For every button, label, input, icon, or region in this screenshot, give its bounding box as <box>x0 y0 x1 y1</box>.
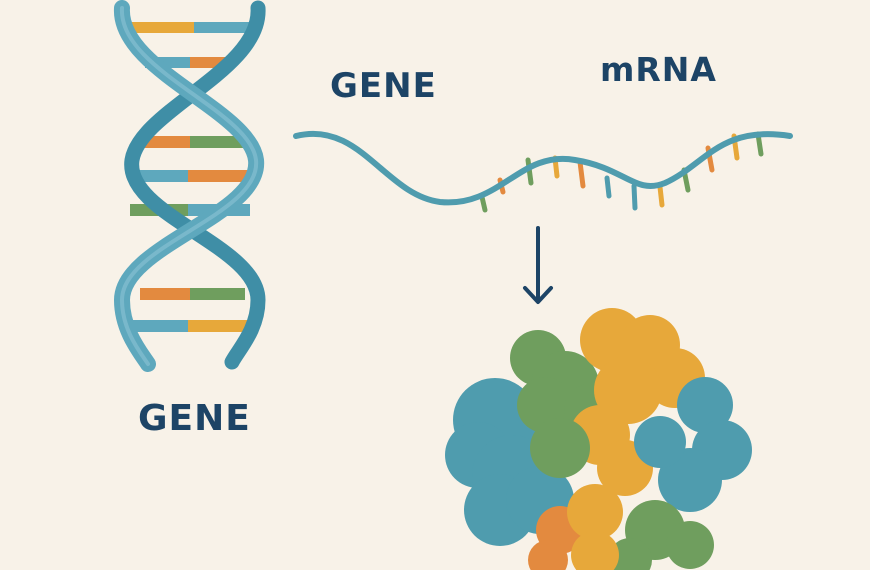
protein-domain-green-bottom <box>530 418 714 570</box>
gene-label-top: GENE <box>330 66 437 106</box>
base-pair <box>190 136 245 148</box>
translation-arrow <box>523 226 553 304</box>
base-pair <box>190 288 245 300</box>
base-pair <box>140 288 190 300</box>
base-pair <box>130 22 194 33</box>
protein-domain-yellow-bottom <box>567 484 623 570</box>
base-pair <box>130 170 188 182</box>
protein-domain-teal-left <box>445 378 574 546</box>
base-pair <box>188 320 250 332</box>
mrna-backbone <box>293 130 793 206</box>
protein-domain-teal-right <box>634 377 752 512</box>
arrow-head <box>523 286 553 304</box>
mrna-label: mRNA <box>600 50 717 89</box>
dna-base-pairs <box>130 22 254 332</box>
base-pair <box>194 22 254 33</box>
dna-strand-highlight <box>119 6 259 366</box>
base-pair <box>140 136 190 148</box>
base-pair <box>190 57 235 68</box>
base-pair <box>130 320 188 332</box>
base-pair <box>145 57 190 68</box>
base-pair <box>188 170 252 182</box>
dna-strand-back <box>124 0 266 370</box>
gene-label-bottom: GENE <box>138 398 251 439</box>
mrna-strand <box>293 130 793 213</box>
dna-helix <box>113 0 266 372</box>
folded-protein <box>445 308 752 570</box>
